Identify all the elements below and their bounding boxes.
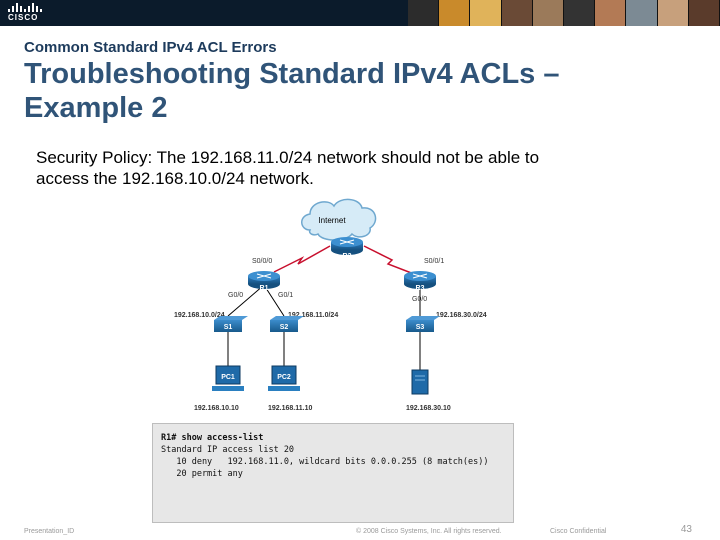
links	[227, 284, 421, 370]
server-icon	[411, 369, 429, 395]
router-r2-label: R2	[343, 253, 352, 260]
network-label-10: 192.168.10.0/24	[174, 312, 225, 319]
pc1-ip-label: 192.168.10.10	[194, 405, 239, 412]
cisco-logo: CISCO	[8, 3, 42, 22]
footer-confidential: Cisco Confidential	[550, 528, 607, 535]
switch-s3: S3	[406, 316, 440, 332]
iface-r1-s000: S0/0/0	[252, 258, 272, 265]
iface-r3-g00: G0/0	[412, 296, 427, 303]
router-r1-label: R1	[260, 285, 269, 292]
network-label-11: 192.168.11.0/24	[288, 312, 338, 319]
pc1-computer-icon: PC1	[212, 365, 244, 391]
iface-r1-g01: G0/1	[278, 292, 293, 299]
router-r3: R3	[404, 271, 436, 292]
internet-cloud: Internet	[301, 198, 377, 241]
slide-subtitle: Common Standard IPv4 ACL Errors	[24, 39, 277, 56]
network-topology-diagram: Internet R2 R1 R3 S0/0/0 S0/0/1 G0/0 G0/…	[174, 198, 487, 412]
switch-s2-label: S2	[280, 324, 289, 331]
router-r2: R2	[331, 237, 363, 260]
network-label-30: 192.168.30.0/24	[436, 312, 487, 319]
router-r3-label: R3	[416, 285, 425, 292]
policy-line-2: access the 192.168.10.0/24 network.	[36, 169, 314, 188]
cli-line-2: Standard IP access list 20	[161, 445, 295, 455]
page-number: 43	[680, 524, 692, 535]
slide-title-line-1: Troubleshooting Standard IPv4 ACLs –	[24, 58, 560, 90]
cli-line-1: R1# show access-list	[161, 433, 264, 443]
switch-s1: S1	[214, 316, 248, 332]
cli-line-4: 20 permit any	[161, 469, 243, 479]
server-ip-label: 192.168.30.10	[406, 405, 451, 412]
cloud-label: Internet	[318, 216, 346, 225]
serial-link-r1-r2	[273, 245, 331, 273]
footer-copyright: © 2008 Cisco Systems, Inc. All rights re…	[356, 528, 502, 535]
pc2-computer-icon: PC2	[268, 365, 300, 391]
cli-line-3: 10 deny 192.168.11.0, wildcard bits 0.0.…	[161, 457, 489, 467]
top-banner: CISCO	[0, 0, 720, 26]
footer-presentation-id: Presentation_ID	[24, 528, 75, 535]
serial-link-r2-r3	[363, 245, 415, 275]
pc1-label: PC1	[221, 374, 235, 381]
cisco-logo-bars	[8, 3, 42, 12]
slide-title: Troubleshooting Standard IPv4 ACLs – Exa…	[24, 57, 684, 125]
pc2-ip-label: 192.168.11.10	[268, 405, 312, 412]
security-policy-text: Security Policy: The 192.168.11.0/24 net…	[36, 147, 676, 189]
banner-photo-strip	[408, 0, 720, 26]
switch-s2: S2	[270, 316, 304, 332]
iface-r3-s001: S0/0/1	[424, 258, 444, 265]
switch-s1-label: S1	[224, 324, 233, 331]
switch-s3-label: S3	[416, 324, 425, 331]
pc2-label: PC2	[277, 374, 291, 381]
iface-r1-g00: G0/0	[228, 292, 243, 299]
cisco-logo-text: CISCO	[8, 13, 39, 22]
router-r1: R1	[248, 271, 280, 292]
cli-output-box: R1# show access-list Standard IP access …	[152, 423, 514, 523]
policy-line-1: Security Policy: The 192.168.11.0/24 net…	[36, 148, 540, 167]
slide-title-line-2: Example 2	[24, 92, 168, 124]
